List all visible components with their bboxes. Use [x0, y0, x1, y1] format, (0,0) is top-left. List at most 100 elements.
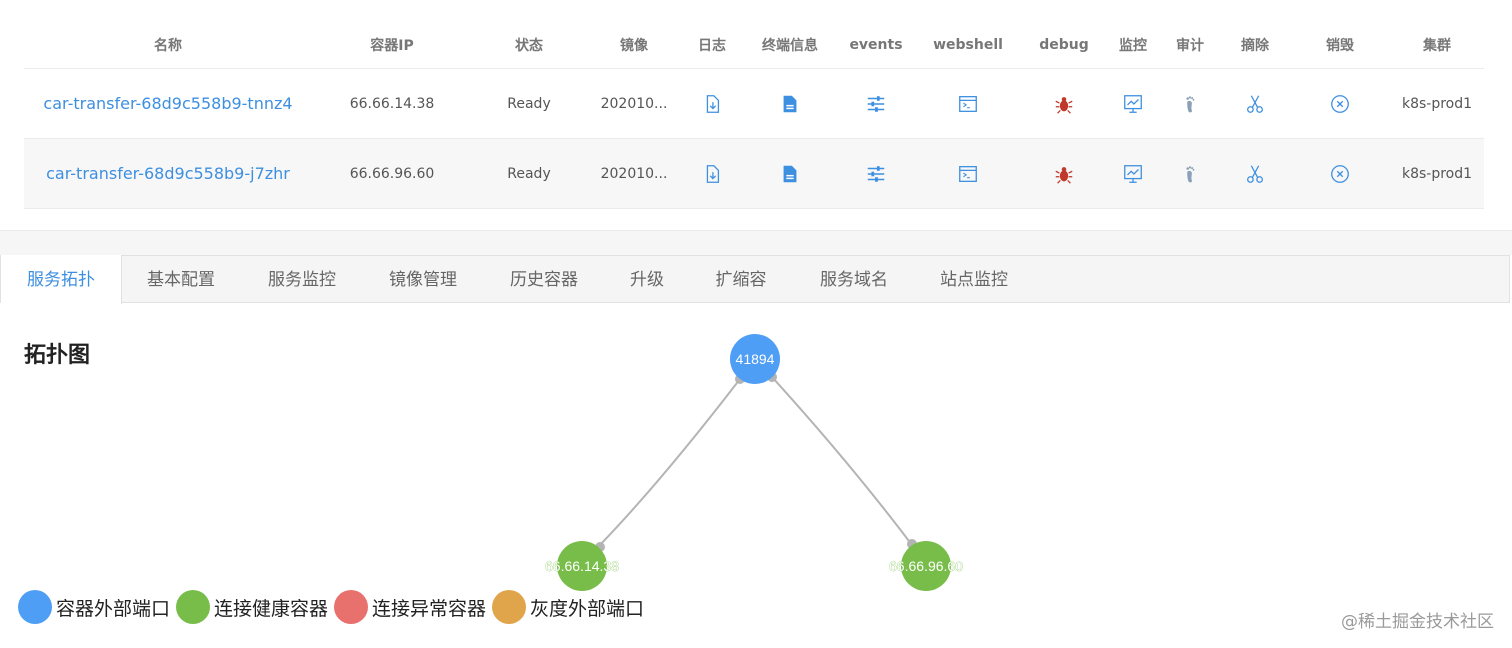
tab-image-management[interactable]: 镜像管理	[389, 270, 457, 290]
destroy-button[interactable]	[1329, 93, 1351, 115]
pod-name-cell: car-transfer-68d9c558b9-tnnz4	[24, 68, 312, 139]
bug-icon	[1053, 163, 1075, 185]
action-cell	[1220, 68, 1290, 139]
pod-name-link[interactable]: car-transfer-68d9c558b9-tnnz4	[43, 94, 293, 113]
sliders-icon	[865, 163, 887, 185]
topology-node-port[interactable]	[730, 334, 780, 384]
col-events: events	[838, 22, 914, 69]
log-download-icon	[701, 93, 723, 115]
tab-basic-config[interactable]: 基本配置	[147, 270, 215, 290]
terminal-info-button[interactable]	[779, 163, 801, 185]
legend-label: 连接异常容器	[372, 597, 487, 620]
audit-button[interactable]	[1179, 93, 1201, 115]
scissors-icon	[1244, 163, 1266, 185]
pod-image: 202010...	[586, 138, 682, 209]
terminal-info-button[interactable]	[779, 93, 801, 115]
section-gap	[0, 231, 1512, 255]
sliders-icon	[865, 93, 887, 115]
topology-legend: 容器外部端口 连接健康容器 连接异常容器 灰度外部端口	[18, 589, 650, 625]
node-port-label: 41894	[736, 351, 775, 367]
log-button[interactable]	[701, 93, 723, 115]
col-remove: 摘除	[1220, 22, 1290, 69]
legend-dot	[18, 590, 52, 624]
topology-edge-1	[597, 378, 741, 548]
pod-name-link[interactable]: car-transfer-68d9c558b9-j7zhr	[46, 164, 290, 183]
action-cell	[742, 68, 838, 139]
legend-label: 连接健康容器	[214, 597, 329, 620]
pod-ip: 66.66.14.38	[312, 68, 472, 139]
pod-table-panel: 名称 容器IP 状态 镜像 日志 终端信息 events webshell de…	[0, 0, 1512, 231]
bug-icon	[1053, 93, 1075, 115]
watermark: @稀土掘金技术社区	[1341, 612, 1494, 632]
node-container-1-label: 66.66.14.38	[545, 558, 619, 574]
terminal-window-icon	[957, 93, 979, 115]
log-button[interactable]	[701, 163, 723, 185]
action-cell	[838, 68, 914, 139]
legend-item-gray-port[interactable]: 灰度外部端口	[492, 590, 644, 624]
col-destroy: 销毁	[1290, 22, 1390, 69]
legend-label: 灰度外部端口	[530, 597, 645, 620]
monitor-button[interactable]	[1122, 93, 1144, 115]
action-cell	[1106, 68, 1160, 139]
legend-dot	[176, 590, 211, 624]
col-terminal-info: 终端信息	[742, 22, 838, 69]
monitor-button[interactable]	[1122, 163, 1144, 185]
pod-name-cell: car-transfer-68d9c558b9-j7zhr	[24, 138, 312, 209]
action-cell	[914, 68, 1022, 139]
document-icon	[779, 163, 801, 185]
node-container-2-label: 66.66.96.60	[889, 558, 963, 574]
action-cell	[1290, 138, 1390, 209]
tab-service-topology[interactable]: 服务拓扑	[1, 255, 122, 304]
tab-service-domain[interactable]: 服务域名	[820, 270, 888, 290]
legend-item-abnormal-container[interactable]: 连接异常容器	[334, 590, 486, 624]
action-cell	[1022, 68, 1106, 139]
col-name: 名称	[24, 22, 312, 69]
pod-cluster: k8s-prod1	[1390, 68, 1484, 139]
footprint-icon	[1179, 163, 1201, 185]
col-monitor: 监控	[1106, 22, 1160, 69]
pod-cluster: k8s-prod1	[1390, 138, 1484, 209]
destroy-button[interactable]	[1329, 163, 1351, 185]
footprint-icon	[1179, 93, 1201, 115]
remove-button[interactable]	[1244, 93, 1266, 115]
scissors-icon	[1244, 93, 1266, 115]
tab-history-containers[interactable]: 历史容器	[510, 270, 578, 290]
action-cell	[682, 138, 742, 209]
tab-scaling[interactable]: 扩缩容	[715, 270, 767, 290]
debug-button[interactable]	[1053, 163, 1075, 185]
table-row: car-transfer-68d9c558b9-j7zhr 66.66.96.60…	[24, 138, 1484, 209]
terminal-window-icon	[957, 163, 979, 185]
col-status: 状态	[472, 22, 586, 69]
legend-dot	[334, 590, 369, 624]
action-cell	[914, 138, 1022, 209]
legend-label: 容器外部端口	[56, 597, 171, 620]
topology-node-container-1[interactable]	[557, 541, 607, 591]
col-log: 日志	[682, 22, 742, 69]
col-audit: 审计	[1160, 22, 1220, 69]
col-debug: debug	[1022, 22, 1106, 69]
events-button[interactable]	[865, 93, 887, 115]
remove-button[interactable]	[1244, 163, 1266, 185]
action-cell	[742, 138, 838, 209]
action-cell	[1160, 68, 1220, 139]
tab-service-monitor[interactable]: 服务监控	[268, 270, 336, 290]
pod-image: 202010...	[586, 68, 682, 139]
webshell-button[interactable]	[957, 93, 979, 115]
tab-upgrade[interactable]: 升级	[630, 270, 664, 290]
debug-button[interactable]	[1053, 93, 1075, 115]
topology-node-container-2[interactable]	[901, 541, 951, 591]
topology-title: 拓扑图	[24, 343, 91, 368]
pod-ip: 66.66.96.60	[312, 138, 472, 209]
webshell-button[interactable]	[957, 163, 979, 185]
col-ip: 容器IP	[312, 22, 472, 69]
col-webshell: webshell	[914, 22, 1022, 69]
legend-item-external-port[interactable]: 容器外部端口	[18, 590, 170, 624]
pod-table: 名称 容器IP 状态 镜像 日志 终端信息 events webshell de…	[24, 22, 1484, 209]
legend-item-healthy-container[interactable]: 连接健康容器	[176, 590, 328, 624]
tab-site-monitor[interactable]: 站点监控	[940, 270, 1008, 290]
audit-button[interactable]	[1179, 163, 1201, 185]
topology-graph: 41894 66.66.14.38 66.66.96.60	[545, 334, 963, 591]
events-button[interactable]	[865, 163, 887, 185]
action-cell	[1106, 138, 1160, 209]
topology-edge-2	[771, 376, 913, 546]
